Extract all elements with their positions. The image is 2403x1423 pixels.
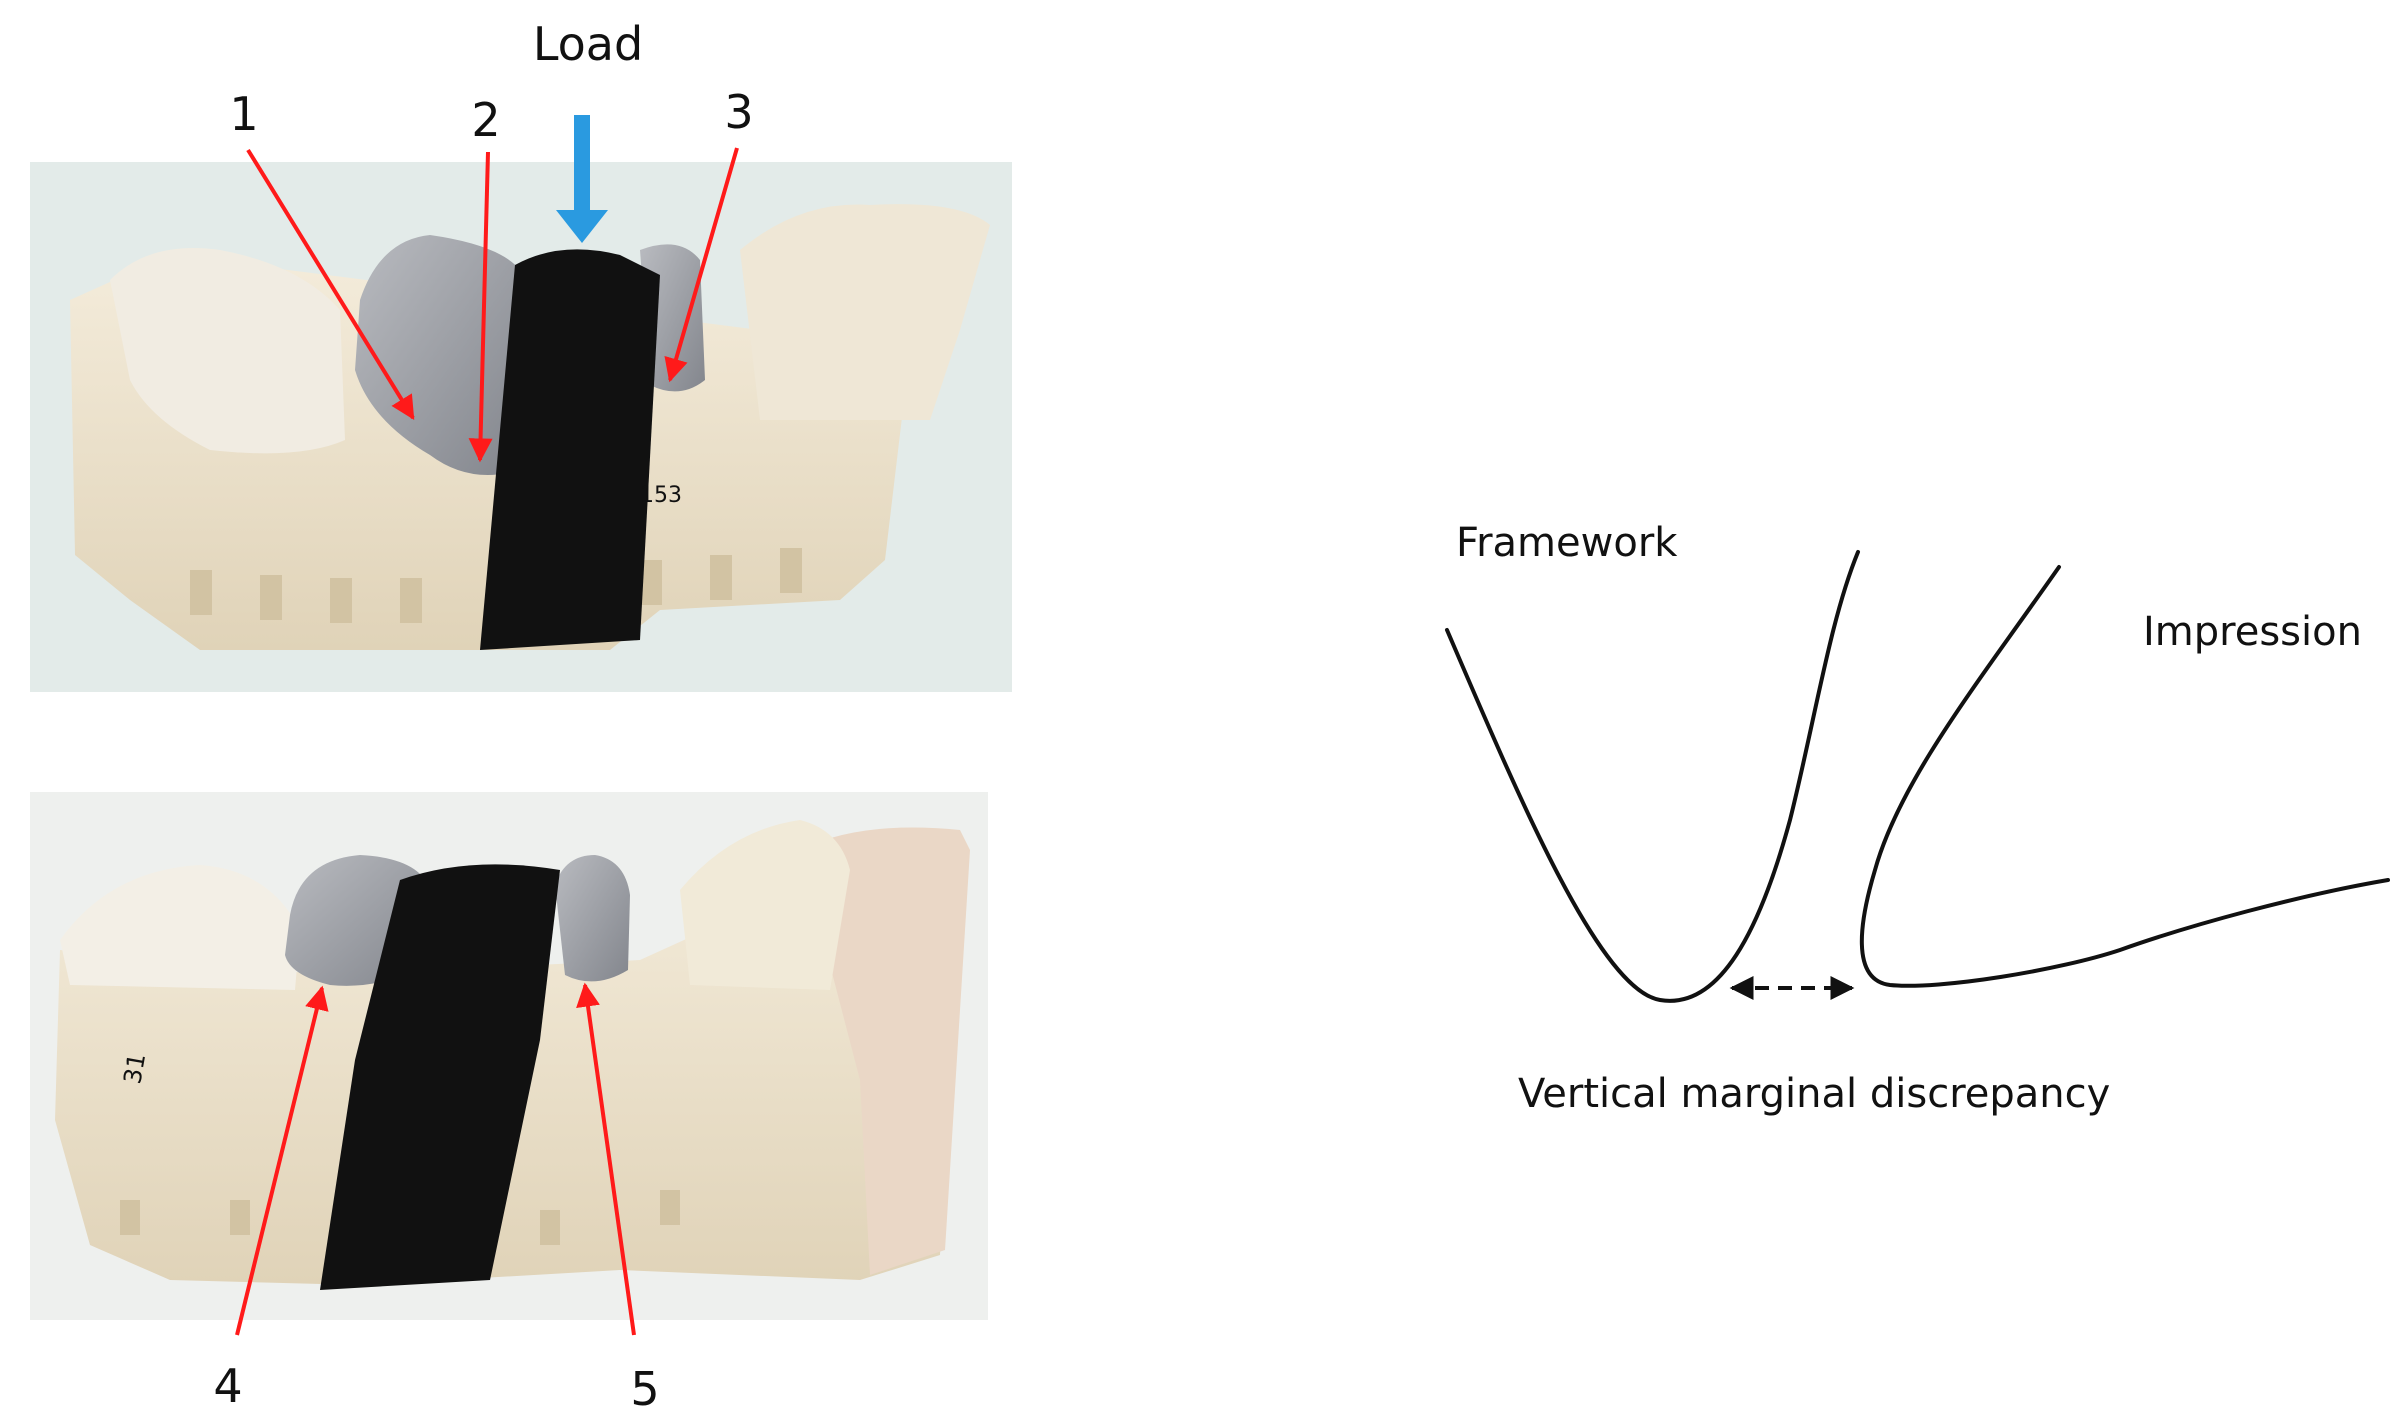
bottom-model-photo: 31 xyxy=(30,792,988,1320)
top-base-notches xyxy=(190,548,802,623)
marker-5-pointer-icon xyxy=(576,982,636,1336)
discrepancy-label: Vertical marginal discrepancy xyxy=(1518,1071,2110,1117)
marker-3-pointer-icon xyxy=(664,147,739,383)
marker-1-label: 1 xyxy=(229,87,258,141)
marker-1-pointer-icon xyxy=(246,148,415,421)
marker-4-pointer-icon xyxy=(235,985,329,1336)
bottom-base-notches xyxy=(120,1190,680,1245)
top-tooth-number-engraving: 153 xyxy=(640,483,682,508)
top-left-molar xyxy=(110,248,345,454)
top-black-tape xyxy=(480,249,660,650)
framework-curve xyxy=(1445,550,1860,1003)
marker-3-label: 3 xyxy=(724,85,753,139)
load-arrow-icon xyxy=(556,115,608,243)
marker-4-label: 4 xyxy=(213,1359,242,1413)
bottom-black-tape xyxy=(320,864,560,1290)
top-model-photo: 153 xyxy=(30,162,1012,692)
top-right-tooth xyxy=(740,204,990,420)
bottom-right-tooth xyxy=(680,820,850,990)
framework-label: Framework xyxy=(1456,520,1678,566)
load-label: Load xyxy=(533,17,643,71)
bottom-tooth-number-engraving: 31 xyxy=(118,1051,151,1086)
marker-5-label: 5 xyxy=(630,1362,659,1416)
marker-2-label: 2 xyxy=(471,93,500,147)
marker-2-pointer-icon xyxy=(468,151,493,463)
impression-label: Impression xyxy=(2143,609,2362,655)
bottom-left-molar xyxy=(60,865,300,990)
bottom-cut-face xyxy=(800,827,970,1275)
marginal-discrepancy-schematic xyxy=(1445,550,2390,1003)
bottom-framework-right-abutment xyxy=(555,855,630,982)
impression-curve xyxy=(1859,565,2390,988)
